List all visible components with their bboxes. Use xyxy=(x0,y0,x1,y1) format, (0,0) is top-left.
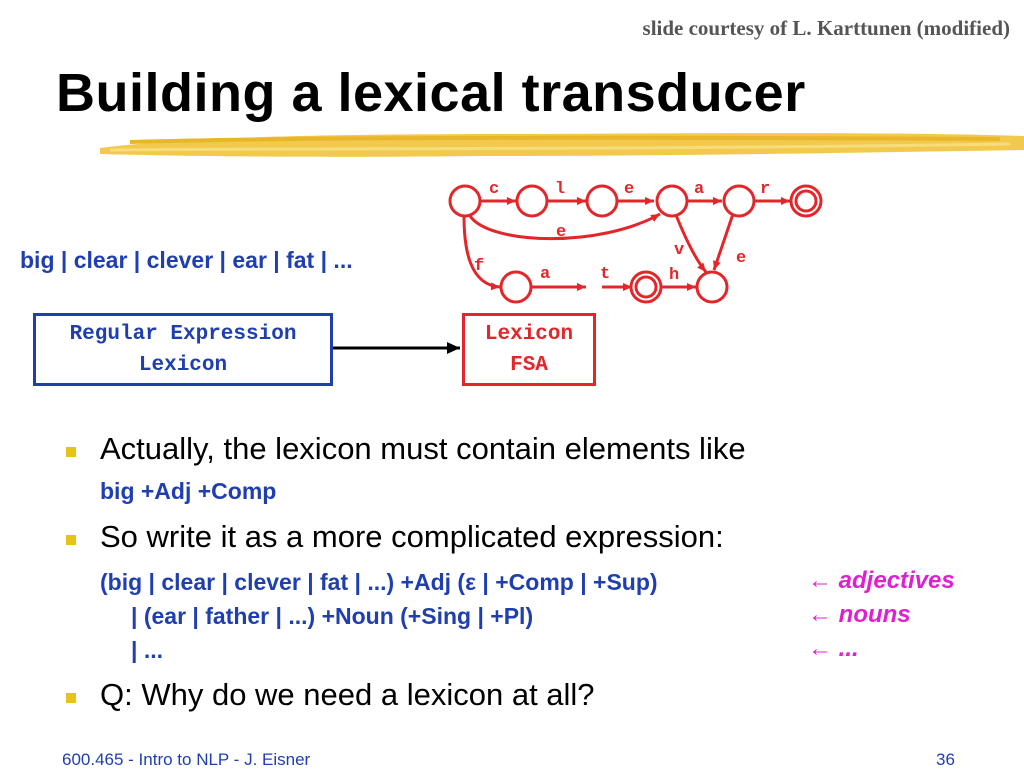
fsa-state-final-mid-inner xyxy=(634,275,658,299)
fsa-label-l: l xyxy=(555,180,565,199)
regex-box-line2: Lexicon xyxy=(138,353,228,377)
lexicon-regex-text: big | clear | clever | ear | fat | ... xyxy=(20,247,353,273)
bullet-1-sub: big +Adj +Comp xyxy=(100,478,277,504)
bullet-2-text: So write it as a more complicated expres… xyxy=(100,519,724,554)
fsa-label-e-right: e xyxy=(736,249,746,268)
fsa-state-cl xyxy=(585,184,619,218)
fsa-label-r: r xyxy=(760,180,770,199)
bullet-2-line-3: | ... xyxy=(131,637,163,663)
note-adjectives: ← adjectives xyxy=(808,567,955,594)
fsa-box-line2: FSA xyxy=(510,353,548,377)
fsa-state-clea xyxy=(722,184,756,218)
fsa-label-h: h xyxy=(669,266,679,285)
fsa-state-f xyxy=(499,270,533,304)
fsa-edge-v xyxy=(674,214,708,273)
fsa-edge-e-skip xyxy=(468,212,661,241)
fsa-label-c: c xyxy=(489,180,499,199)
bullet-marker xyxy=(66,447,76,457)
bullet-2-line-1: (big | clear | clever | fat | ...) +Adj … xyxy=(100,569,658,595)
footer-course: 600.465 - Intro to NLP - J. Eisner xyxy=(62,750,311,769)
fsa-state-final-top-inner xyxy=(794,189,818,213)
fsa-label-e: e xyxy=(624,180,634,199)
fsa-edge-e-right xyxy=(712,213,735,271)
slide-credit: slide courtesy of L. Karttunen (modified… xyxy=(642,16,1010,40)
regex-lexicon-box: Regular Expression Lexicon xyxy=(33,313,333,386)
regex-box-line1: Regular Expression xyxy=(69,322,297,346)
slide-title: Building a lexical transducer xyxy=(56,63,806,123)
note-more: ← ... xyxy=(808,635,859,662)
lexicon-fsa-box: Lexicon FSA xyxy=(462,313,596,386)
note-nouns: ← nouns xyxy=(808,601,911,628)
fsa-label-e-skip: e xyxy=(556,223,566,242)
bullet-marker xyxy=(66,535,76,545)
fsa-box-line1: Lexicon xyxy=(484,322,574,346)
bullet-3-text: Q: Why do we need a lexicon at all? xyxy=(100,677,595,712)
fsa-edge-f xyxy=(462,215,501,291)
fsa-label-v: v xyxy=(674,241,684,260)
fsa-state-start xyxy=(448,184,482,218)
fsa-state-c xyxy=(515,184,549,218)
fsa-diagram: c l e a r e v e f a t h xyxy=(333,180,823,354)
bullet-1-text: Actually, the lexicon must contain eleme… xyxy=(100,431,746,466)
fsa-label-t: t xyxy=(600,265,610,284)
fsa-state-cle xyxy=(655,184,689,218)
footer-page-number: 36 xyxy=(936,750,955,769)
fsa-label-f: f xyxy=(474,257,484,276)
bullet-2-line-2: | (ear | father | ...) +Noun (+Sing | +P… xyxy=(131,603,534,629)
fsa-state-v xyxy=(695,270,729,304)
fsa-label-a: a xyxy=(694,180,704,199)
fsa-label-a2: a xyxy=(540,265,550,284)
title-underline-brush xyxy=(100,133,1024,157)
bullet-marker xyxy=(66,693,76,703)
